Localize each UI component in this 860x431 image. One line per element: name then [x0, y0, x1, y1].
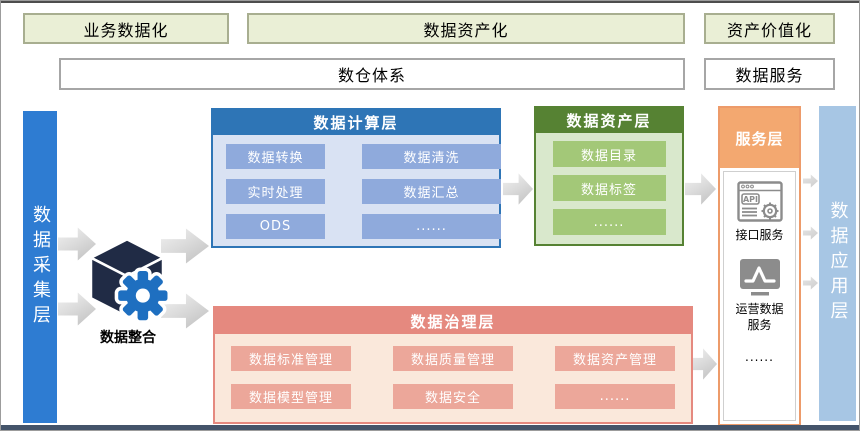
governance-cell: 数据安全 — [393, 384, 513, 409]
compute-layer-panel: 数据计算层 数据转换 数据清洗 实时处理 数据汇总 ODS ...... — [211, 108, 501, 248]
governance-cell: 数据模型管理 — [231, 384, 351, 409]
stage-box-data-assetization: 数据资产化 — [247, 13, 685, 44]
governance-cell: ...... — [555, 384, 675, 409]
asset-cell: 数据目录 — [552, 141, 666, 167]
arrow-service-to-app-3 — [803, 276, 818, 290]
governance-layer-body: 数据标准管理 数据质量管理 数据资产管理 数据模型管理 数据安全 ...... — [215, 334, 691, 409]
svg-text:API: API — [742, 195, 757, 204]
asset-layer-title: 数据资产层 — [536, 108, 682, 133]
asset-cell: 数据标签 — [552, 175, 666, 201]
bottom-border-strip — [1, 425, 859, 430]
service-layer-body: API 接口服务 — [723, 171, 796, 421]
api-service-label: 接口服务 — [735, 228, 784, 242]
asset-layer-body: 数据目录 数据标签 ...... — [536, 133, 682, 235]
data-collection-layer-label: 数据采集层 — [30, 204, 51, 330]
governance-layer-title: 数据治理层 — [215, 308, 691, 334]
data-application-layer-bar: 数据应用层 — [819, 106, 856, 421]
warehouse-system-box: 数仓体系 — [59, 58, 685, 90]
ops-data-service-line1: 运营数据 — [735, 302, 784, 317]
governance-layer-panel: 数据治理层 数据标准管理 数据质量管理 数据资产管理 数据模型管理 数据安全 .… — [213, 306, 693, 424]
cube-gear-icon — [89, 237, 171, 322]
compute-layer-body: 数据转换 数据清洗 实时处理 数据汇总 ODS ...... — [213, 135, 501, 239]
compute-layer-title: 数据计算层 — [213, 110, 499, 135]
stage-box-asset-valuization: 资产价值化 — [704, 13, 835, 44]
monitor-chart-icon — [739, 259, 780, 296]
compute-cell: 数据清洗 — [362, 144, 501, 169]
data-integration-label: 数据整合 — [100, 330, 156, 346]
compute-cell: ...... — [362, 214, 501, 239]
data-service-box: 数据服务 — [704, 58, 835, 90]
api-icon: API — [736, 181, 783, 222]
asset-layer-panel: 数据资产层 数据目录 数据标签 ...... — [534, 106, 684, 246]
stage-box-business-datafication: 业务数据化 — [23, 13, 229, 44]
top-border-line — [1, 1, 859, 3]
governance-cell: 数据质量管理 — [393, 346, 513, 371]
data-collection-layer-bar: 数据采集层 — [23, 111, 57, 423]
governance-cell: 数据资产管理 — [555, 346, 675, 371]
asset-cell: ...... — [552, 209, 666, 235]
compute-cell: 数据转换 — [226, 144, 325, 169]
compute-cell: 实时处理 — [226, 179, 325, 204]
arrow-service-to-app-2 — [803, 226, 818, 240]
arrow-service-to-app-1 — [803, 174, 818, 188]
arrow-asset-to-service — [685, 173, 716, 205]
service-layer-title: 服务层 — [720, 108, 799, 168]
arrow-compute-to-asset — [503, 173, 533, 205]
service-layer-panel: 服务层 API — [718, 106, 801, 426]
data-application-layer-label: 数据应用层 — [827, 201, 849, 326]
compute-cell: 数据汇总 — [362, 179, 501, 204]
ops-data-service-label: 运营数据 服务 — [735, 301, 783, 333]
governance-cell: 数据标准管理 — [231, 346, 351, 371]
compute-cell: ODS — [226, 214, 325, 239]
ops-data-service-line2: 服务 — [747, 318, 772, 333]
service-more-ellipsis: ...... — [745, 349, 774, 364]
